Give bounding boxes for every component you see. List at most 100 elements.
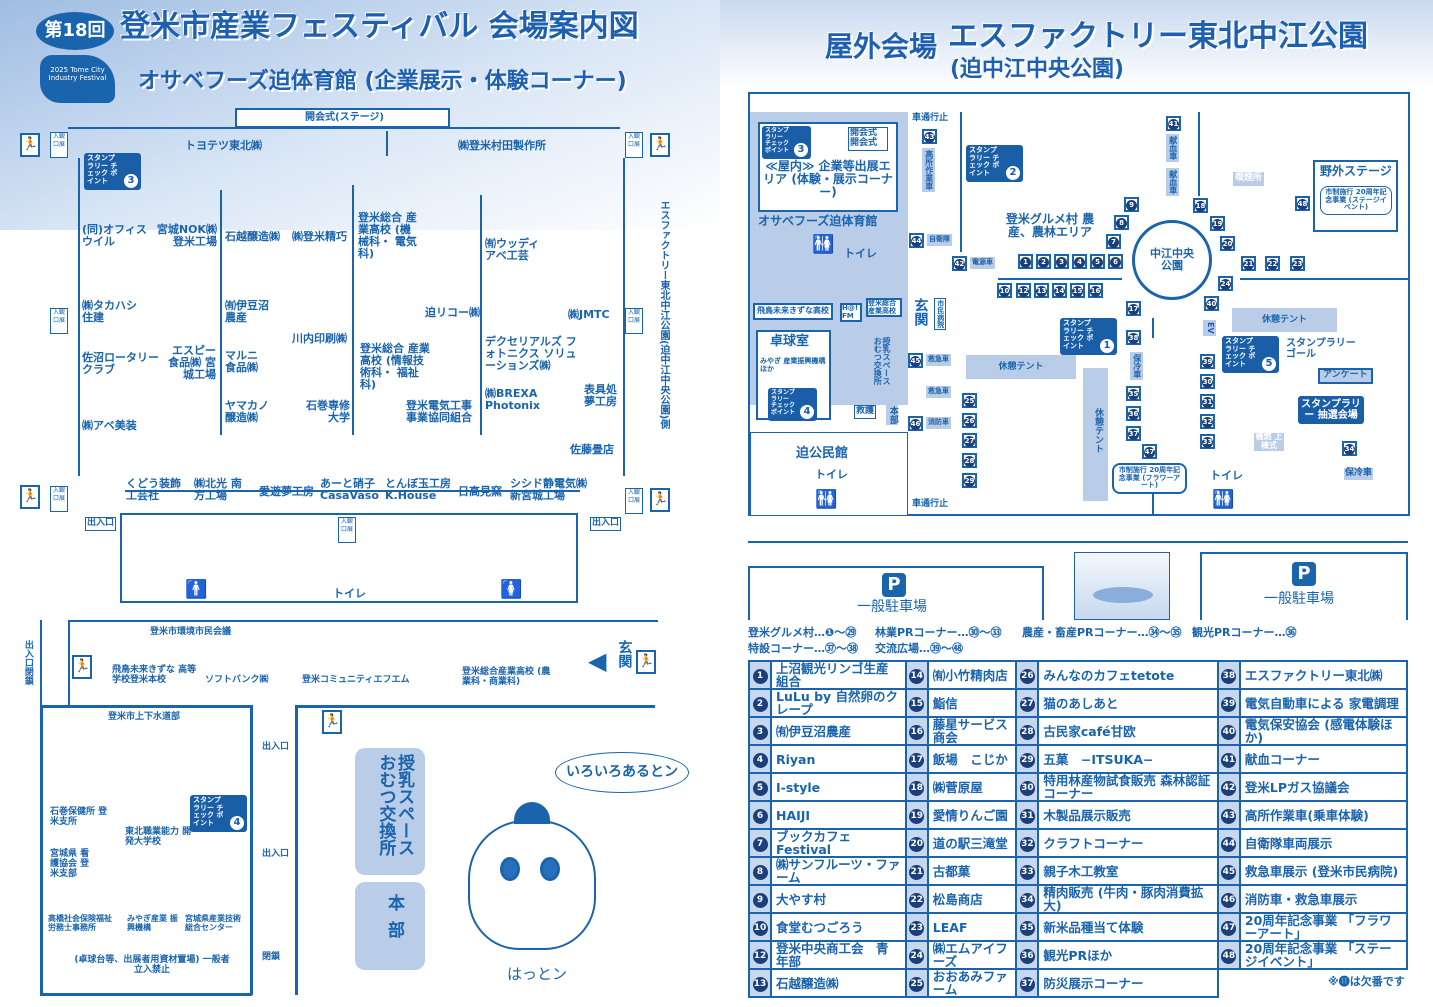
- emergency-exit-icon: 🏃: [20, 133, 40, 157]
- booth: くどう装飾 工芸社: [126, 477, 181, 503]
- stall-marker: 5: [1090, 254, 1105, 269]
- stall-marker: 7: [1106, 234, 1121, 249]
- exhibitor-name: 精肉販売 (牛肉・豚肉消費拡大): [1037, 884, 1219, 914]
- booth: あーと硝子 CasaVaso: [320, 477, 379, 503]
- smoking-area: 喫煙所: [1233, 172, 1265, 186]
- stall-number-badge: 8: [752, 864, 768, 880]
- stall-number-cell: 28: [1015, 716, 1040, 746]
- exhibitor-name: 電気保安協会 (感電体験ほか): [1238, 716, 1409, 746]
- stall-marker: 47: [1142, 444, 1157, 459]
- stall-marker: 24: [1218, 276, 1233, 291]
- stall-marker: 40: [1204, 296, 1219, 311]
- annex-booth: 高橋社会保険福祉 労務士事務所: [48, 914, 112, 932]
- hq-label: 本部: [886, 405, 898, 425]
- booth: 石巻専修 大学: [306, 399, 350, 425]
- path: [40, 620, 42, 705]
- path: [998, 278, 1122, 280]
- booth: 佐藤畳店: [570, 443, 614, 456]
- stall-marker: 37: [1126, 426, 1141, 441]
- exhibitor-name: クラフトコーナー: [1037, 828, 1219, 858]
- vehicle-label: 高所作業車: [922, 148, 935, 192]
- stall-marker: 1: [1018, 254, 1033, 269]
- exhibitor-name: 新米品種当て体験: [1037, 912, 1219, 942]
- booth: シシド静電気㈱ 新宮城工場: [510, 477, 587, 503]
- booth: 愛遊夢工房: [259, 485, 314, 498]
- stall-number: 20: [1222, 239, 1233, 250]
- stall-number-badge: 15: [909, 696, 925, 712]
- stall-number-cell: 35: [1015, 912, 1040, 942]
- toilet-icon: 🚹: [185, 579, 208, 600]
- stall-number: 48: [1297, 199, 1308, 210]
- stall-number-badge: 5: [752, 780, 768, 796]
- stall-marker: 33: [1200, 434, 1215, 449]
- stall-number-badge: 16: [909, 724, 925, 740]
- stall-number: 41: [1168, 119, 1179, 130]
- stall-number-cell: 24: [904, 940, 929, 970]
- stall-number-cell: 33: [1015, 856, 1040, 886]
- annex-booth: 石巻保健所 登米支所: [50, 807, 108, 827]
- stall-number-badge: 24: [909, 948, 925, 964]
- stall-number: 31: [1202, 397, 1213, 408]
- stall-marker: 3: [1054, 254, 1069, 269]
- stall-number-badge: 4: [752, 752, 768, 768]
- exhibitor-name: 特用林産物試食販売 森林認証コーナー: [1037, 772, 1219, 802]
- survey-label: アンケート: [1318, 368, 1373, 384]
- parking-label: 一般駐車場: [1264, 591, 1334, 607]
- entrance-marker: 入観口展: [50, 132, 68, 158]
- first-aid-label: 救護: [854, 405, 877, 419]
- ceremony-label: 機燃 上棟式: [1254, 432, 1284, 451]
- annex-booth: 登米市上下水道部: [108, 712, 181, 722]
- annex-closed: 閉鎖: [262, 952, 281, 962]
- central-plaza-label: 中江中央 公園: [1150, 247, 1194, 273]
- stall-number-cell: 2: [748, 688, 772, 718]
- mascot-name: はっとン: [507, 965, 568, 983]
- venue-right-sub: (迫中江中央公園): [950, 57, 1125, 82]
- emergency-exit-icon: 🏃: [636, 650, 656, 674]
- booth: 登米総合 産業高校 (機械科・ 電気科): [358, 211, 417, 261]
- vehicle-label: 自衛隊: [927, 234, 952, 246]
- stall-marker: 31: [1200, 394, 1215, 409]
- stall-number-badge: 46: [1221, 892, 1237, 908]
- fountain-image: [1074, 552, 1170, 620]
- exhibitor-name: 電気自動車による 家電調理: [1238, 688, 1409, 718]
- toilet-label: トイレ: [333, 587, 366, 600]
- booth: 登米電気工事 事業協同組合: [406, 399, 472, 425]
- indoor-exhibit-label: ≪屋内≫ 企業等出展エリア (体験・展示コーナー): [763, 159, 893, 200]
- booth: ㈱BREXA Photonix: [485, 387, 540, 413]
- stall-number-badge: 26: [1019, 668, 1035, 684]
- booth: ㈲ウッディ アベ工芸: [485, 237, 540, 263]
- stall-number-badge: 35: [1019, 920, 1035, 936]
- exhibitor-name: 道の駅三滝堂: [926, 828, 1018, 858]
- stall-number-cell: 25: [904, 968, 929, 998]
- path: [1240, 278, 1408, 280]
- emergency-exit-icon: 🏃: [72, 655, 92, 679]
- exhibitor-name: エスファクトリー東北㈱: [1238, 660, 1409, 690]
- entrance-marker: 入観口展: [625, 132, 643, 158]
- lottery-area: スタンプラリー 抽選会場: [1298, 396, 1364, 424]
- exhibitor-name: 観光PRほか: [1037, 940, 1219, 970]
- stall-number-badge: 27: [1019, 696, 1035, 712]
- toilet-label: トイレ: [1210, 469, 1243, 482]
- path: [960, 112, 962, 252]
- booth: 迫リコー㈱: [425, 306, 480, 319]
- stall-marker: 48: [1295, 196, 1310, 211]
- divider: [748, 541, 1408, 543]
- stall-number-badge: 10: [752, 920, 768, 936]
- flower-art-label: 市制施行 20周年記念事業 (フラワーアート): [1112, 463, 1187, 495]
- stall-number-cell: 37: [1015, 968, 1040, 998]
- booth: 石越醸造㈱: [225, 230, 280, 243]
- stall-marker: 10: [997, 283, 1012, 298]
- stall-marker: 41: [1166, 116, 1181, 131]
- exhibitor-name: 木製品展示販売: [1037, 800, 1219, 830]
- outside-booth: 登米市環境市民会議: [150, 627, 232, 637]
- toilet-label: トイレ: [815, 468, 848, 481]
- annex-exit: 出入口: [262, 849, 290, 859]
- stall-marker: 44: [909, 233, 924, 248]
- booth-label: H@! FM: [840, 303, 862, 323]
- emergency-exit-icon: 🏃: [20, 485, 40, 509]
- stall-marker: 34: [1342, 441, 1357, 456]
- stall-number: 1: [1020, 257, 1031, 268]
- stall-number: 2: [1038, 257, 1049, 268]
